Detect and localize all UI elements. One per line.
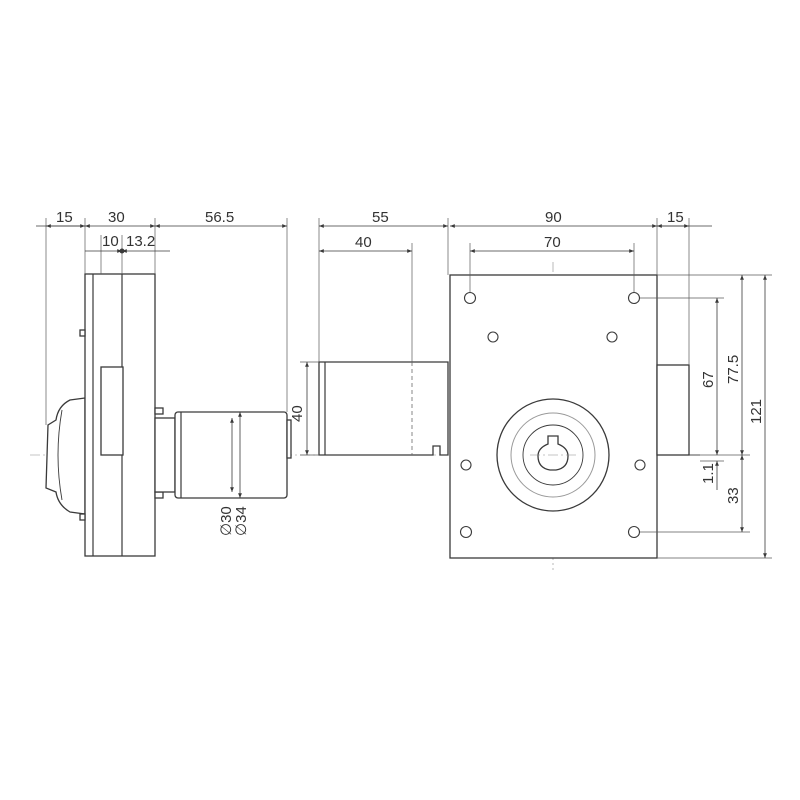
- clip-upper: [154, 407, 164, 415]
- bolt-profile-view: [318, 361, 449, 456]
- knob-contour: [57, 409, 63, 501]
- dim-label-1-1: 1.1: [700, 463, 717, 484]
- mounting-tab-lower: [79, 513, 86, 521]
- screw-hole-bottom-right: [627, 525, 641, 539]
- dim-label-90: 90: [545, 209, 562, 226]
- screw-hole-top-left: [463, 291, 477, 305]
- dimensions: 15 30 56.5 10 13.2 55 40 90 15 7: [36, 209, 772, 559]
- keyway-icon: [537, 435, 569, 471]
- clip-lower: [154, 491, 164, 499]
- dim-label-77-5: 77.5: [725, 355, 742, 384]
- rivet-hole-left: [487, 331, 499, 343]
- dim-label-dia-30: ∅30: [218, 506, 235, 536]
- cylinder-collar: [154, 417, 176, 493]
- screw-hole-top-right: [627, 291, 641, 305]
- cylinder-end-cap: [286, 419, 292, 459]
- dim-label-70: 70: [544, 234, 561, 251]
- dim-label-dia-34: ∅34: [233, 506, 250, 536]
- dim-label-10: 10: [102, 233, 119, 250]
- mounting-tab-upper: [79, 329, 86, 337]
- dim-label-67: 67: [700, 371, 717, 388]
- cylinder-body: [174, 411, 288, 499]
- front-view: [449, 262, 700, 570]
- side-bolt-projection: [656, 364, 690, 456]
- dim-label-13-2: 13.2: [126, 233, 155, 250]
- side-view: [30, 273, 445, 557]
- dim-label-121: 121: [748, 399, 765, 424]
- dim-label-40-top: 40: [355, 234, 372, 251]
- dim-label-33: 33: [725, 487, 742, 504]
- dim-label-15-left: 15: [56, 209, 73, 226]
- dim-label-56-5: 56.5: [205, 209, 234, 226]
- dim-label-40-height: 40: [289, 405, 306, 422]
- rivet-hole-right: [606, 331, 618, 343]
- screw-hole-mid-right: [634, 459, 646, 471]
- dim-label-15-right: 15: [667, 209, 684, 226]
- screw-hole-mid-left: [460, 459, 472, 471]
- screw-hole-bottom-left: [459, 525, 473, 539]
- knob-rose: [45, 397, 86, 515]
- dim-label-55: 55: [372, 209, 389, 226]
- cylinder-rose-ring: [510, 412, 596, 498]
- bolt-body: [318, 361, 449, 456]
- dim-label-30: 30: [108, 209, 125, 226]
- bolt-slot: [100, 366, 124, 456]
- cylinder-plug: [522, 424, 584, 486]
